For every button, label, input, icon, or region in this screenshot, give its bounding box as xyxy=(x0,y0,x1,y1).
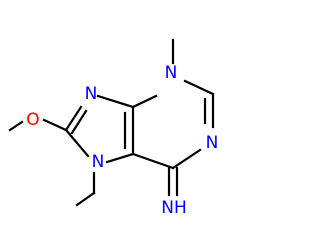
bonds xyxy=(8,38,215,207)
imine-nh-label: NH xyxy=(161,198,187,218)
oxygen-atom-label: O xyxy=(26,110,39,130)
bond-methyl-o xyxy=(8,120,24,132)
bond-c8-n7 xyxy=(64,128,90,158)
nitrogen-atom-label-n7: N xyxy=(92,152,105,172)
molecule-diagram: O N N N N NH xyxy=(8,38,219,218)
bond-n3-c2 xyxy=(183,79,215,96)
bond-n7-c5 xyxy=(105,152,135,164)
bond-c8-n9 xyxy=(64,105,83,132)
bond-c4-n3 xyxy=(131,94,158,109)
bond-n7-methyl-tail xyxy=(75,191,96,207)
bond-n9-c4 xyxy=(96,94,135,109)
nitrogen-atom-label-n9: N xyxy=(85,84,98,104)
nitrogen-atom-label-n3: N xyxy=(165,63,178,83)
bond-o-c8 xyxy=(42,118,68,132)
bond-c8-n9-double xyxy=(70,109,88,135)
atom-labels: O N N N N NH xyxy=(26,63,218,218)
nitrogen-atom-label-n1: N xyxy=(206,133,219,153)
bond-c6-c5 xyxy=(131,152,175,170)
molecule-structure: O N N N N NH xyxy=(8,38,218,218)
bond-n1-c6 xyxy=(171,148,202,170)
